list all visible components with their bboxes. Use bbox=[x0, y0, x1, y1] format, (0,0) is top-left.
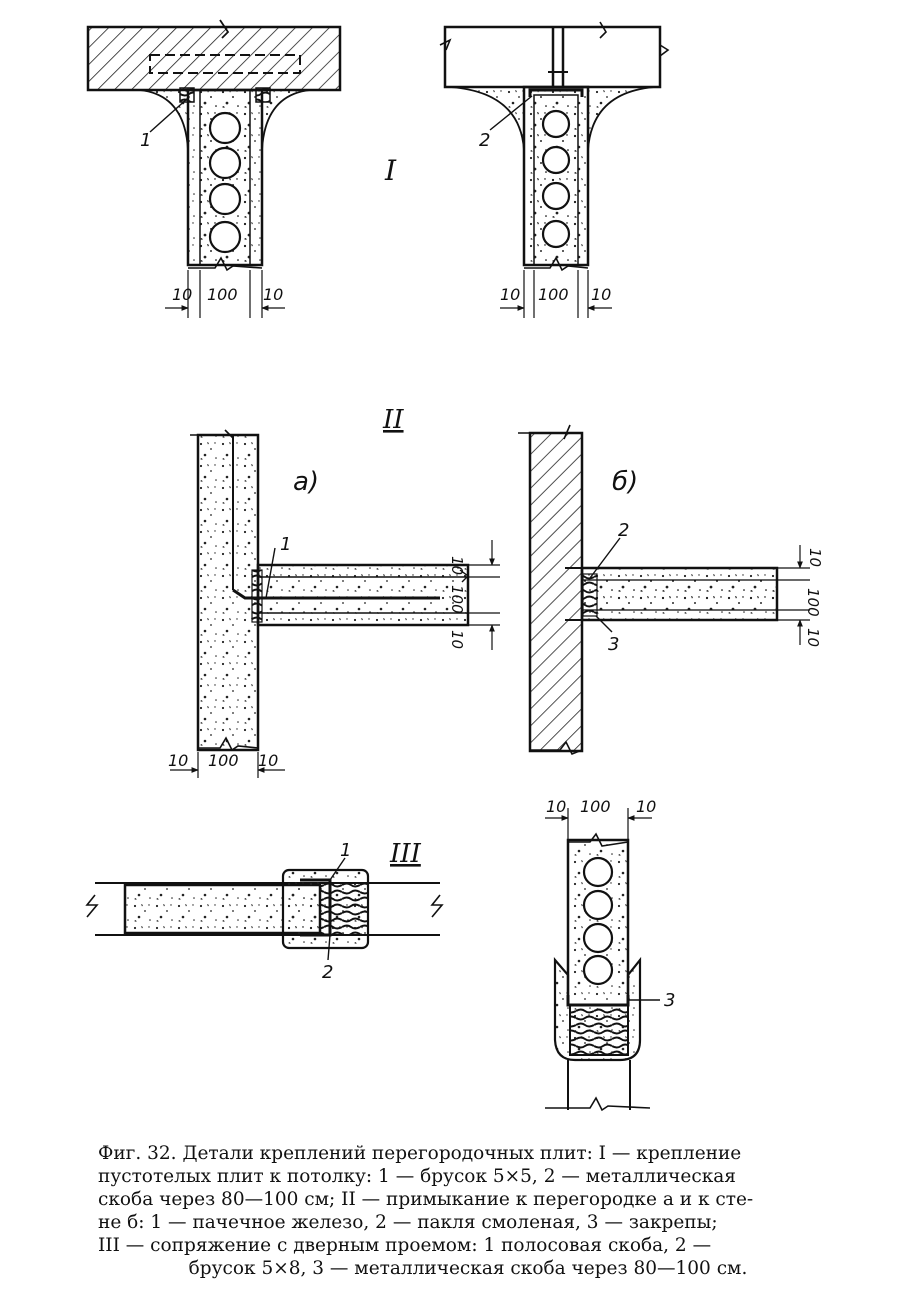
dim-IIb-right-c: 10 bbox=[804, 628, 822, 647]
dim-IIb-right-a: 10 bbox=[806, 548, 824, 567]
section-I-left-detail: 1 10 100 10 bbox=[86, 19, 342, 318]
section-II-b-detail: 2 3 10 100 10 bbox=[518, 424, 824, 756]
callout-II-a: 1 bbox=[280, 534, 291, 555]
subsection-label-a: а) bbox=[293, 467, 319, 497]
caption-line: скоба через 80—100 см; II — примыкание к… bbox=[98, 1189, 754, 1210]
subsection-label-b: б) bbox=[612, 467, 638, 497]
section-label-III: III bbox=[389, 839, 422, 869]
figure-caption: Фиг. 32. Детали креплений перегородочных… bbox=[98, 1142, 838, 1280]
caption-line: III — сопряжение с дверным проемом: 1 по… bbox=[98, 1235, 712, 1256]
dim-I-right-a: 10 bbox=[500, 285, 520, 304]
dim-IIa-bottom-a: 10 bbox=[168, 751, 188, 770]
dim-IIa-bottom-b: 100 bbox=[208, 751, 239, 770]
callout-II-b-top: 2 bbox=[618, 520, 629, 541]
section-label-I: I bbox=[384, 154, 397, 187]
dim-III-top-c: 10 bbox=[636, 797, 656, 816]
section-II-a-detail: 1 10 100 10 10 100 10 bbox=[168, 429, 500, 778]
callout-II-b-bottom: 3 bbox=[608, 634, 619, 655]
callout-III-left-bottom: 2 bbox=[322, 962, 333, 983]
caption-line: брусок 5×8, 3 — металлическая скоба чере… bbox=[188, 1258, 748, 1279]
dim-I-right-b: 100 bbox=[538, 285, 569, 304]
dim-I-right-c: 10 bbox=[591, 285, 611, 304]
dim-IIa-right-b: 100 bbox=[448, 585, 466, 614]
dim-I-left-b: 100 bbox=[207, 285, 238, 304]
caption-line: не б: 1 — пачечное железо, 2 — пакля смо… bbox=[98, 1212, 718, 1233]
caption-line: Фиг. 32. Детали креплений перегородочных… bbox=[98, 1143, 742, 1164]
dim-I-left-a: 10 bbox=[172, 285, 192, 304]
section-I-right-detail: 2 10 100 10 bbox=[439, 21, 670, 318]
dim-III-top-b: 100 bbox=[580, 797, 611, 816]
fastening-details-drawing: 1 10 100 10 2 1 bbox=[85, 19, 824, 1112]
dim-III-top-a: 10 bbox=[546, 797, 566, 816]
dim-IIa-right-c: 10 bbox=[448, 630, 466, 649]
dim-I-left-c: 10 bbox=[263, 285, 283, 304]
section-III-left-detail: 1 2 bbox=[85, 840, 444, 983]
dim-IIa-bottom-c: 10 bbox=[258, 751, 278, 770]
callout-I-left: 1 bbox=[140, 130, 151, 151]
section-label-II: II bbox=[382, 405, 404, 435]
callout-III-right: 3 bbox=[664, 990, 675, 1011]
callout-I-right: 2 bbox=[479, 130, 490, 151]
dim-IIa-right-a: 10 bbox=[448, 556, 466, 575]
caption-line: пустотелых плит к потолку: 1 — брусок 5×… bbox=[98, 1166, 736, 1187]
dim-IIb-right-b: 100 bbox=[804, 588, 822, 617]
callout-III-left-top: 1 bbox=[340, 840, 351, 861]
section-III-right-detail: 3 10 100 10 bbox=[545, 797, 675, 1112]
